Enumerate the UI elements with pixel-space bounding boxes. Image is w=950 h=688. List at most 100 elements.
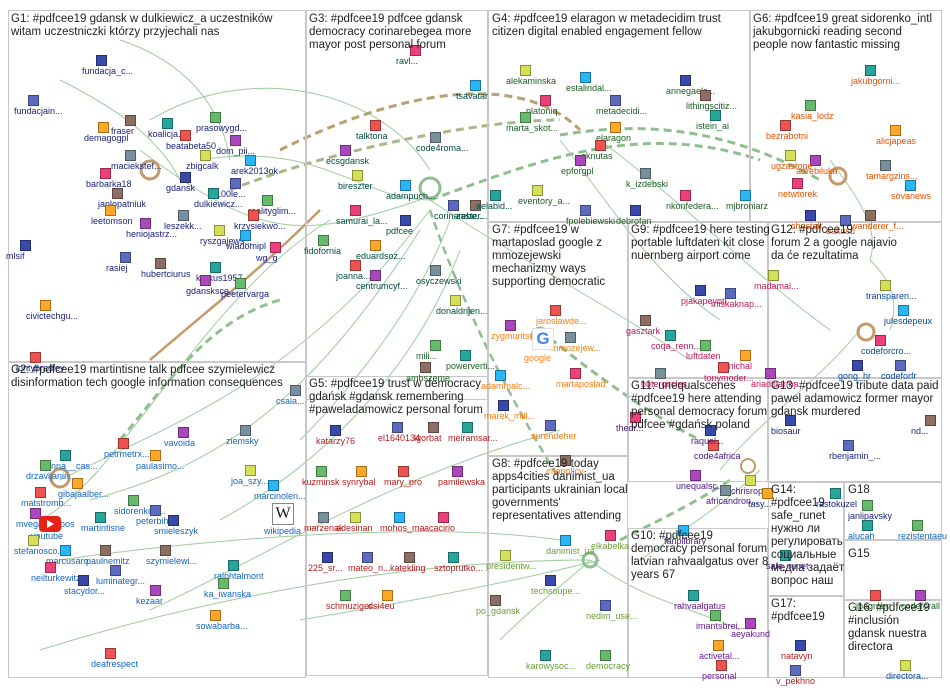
node-label: sztoprutko... — [434, 563, 484, 573]
edge — [599, 139, 831, 331]
avatar-icon — [843, 440, 854, 451]
group-title-g12: G12: #pdfcee19 forum 2 a google najavio … — [771, 224, 897, 262]
group-title-g15: G15 — [848, 548, 870, 560]
avatar-icon — [20, 240, 31, 251]
node-label: natavyn — [781, 651, 813, 661]
avatar-icon — [880, 160, 891, 171]
avatar-icon — [40, 300, 51, 311]
avatar-icon — [500, 550, 511, 561]
node-label: lithingscitiz... — [686, 101, 738, 111]
node-label: hubertciurus — [141, 269, 191, 279]
node-label: nd... — [911, 426, 929, 436]
edge — [59, 531, 561, 561]
node-label: corinarebe... — [434, 211, 485, 221]
node-label: netwtorek — [778, 189, 818, 199]
node-label: ugzastone — [771, 161, 813, 171]
avatar-icon — [898, 305, 909, 316]
avatar-icon — [318, 512, 329, 523]
avatar-icon — [168, 515, 179, 526]
node-label: rahvaalgatus — [674, 601, 726, 611]
avatar-icon — [160, 545, 171, 556]
node-label: alekaminska — [506, 76, 557, 86]
node-label: alucah — [848, 531, 875, 541]
node-label: democracy — [586, 661, 631, 671]
avatar-icon — [880, 280, 891, 291]
edge — [559, 139, 721, 321]
node-label: katekling — [390, 563, 426, 573]
node-label: jpagroen — [856, 601, 892, 611]
node-label: eduardsoz... — [356, 251, 406, 261]
group-title-g6: G6: #pdfcee19 great sidorenko_intl jakub… — [753, 13, 933, 51]
edge — [829, 159, 874, 261]
avatar-icon — [28, 95, 39, 106]
avatar-icon — [630, 412, 641, 423]
avatar-icon — [865, 65, 876, 76]
node-label: mateo_n... — [348, 563, 391, 573]
edge — [869, 259, 895, 331]
node-label: epforgpl — [561, 166, 594, 176]
avatar-icon — [710, 610, 721, 621]
node-label: sowabarba... — [196, 621, 248, 631]
node-label: katarzy76 — [316, 436, 356, 446]
avatar-icon — [862, 520, 873, 531]
avatar-icon — [214, 225, 225, 236]
avatar-icon — [580, 72, 591, 83]
avatar-icon — [532, 185, 543, 196]
node-label: zbigcalk — [186, 161, 219, 171]
group-box-g18 — [844, 482, 942, 540]
node-label: petrmetrx... — [104, 449, 150, 459]
node-label: nkonfedera... — [666, 201, 719, 211]
avatar-icon — [720, 485, 731, 496]
avatar-icon — [700, 90, 711, 101]
youtube-logo-icon — [39, 516, 61, 532]
node-label: acacirio — [424, 523, 456, 533]
node-label: rbenjamin_... — [829, 451, 882, 461]
avatar-icon — [710, 110, 721, 121]
avatar-icon — [428, 422, 439, 433]
node-label: activetal... — [699, 651, 740, 661]
node-label: martintisne — [81, 523, 126, 533]
node-label: 100le... — [216, 189, 246, 199]
avatar-icon — [780, 550, 791, 561]
node-label: techsoupe... — [531, 586, 581, 596]
node-label: eventory_a... — [518, 196, 571, 206]
node-label: ka_iwanska — [204, 589, 252, 599]
avatar-icon — [400, 215, 411, 226]
avatar-icon — [765, 368, 776, 379]
node-label: mlsif — [6, 251, 25, 261]
node-label: adrebiluka — [796, 166, 838, 176]
node-label: drzavljanin... — [26, 471, 77, 481]
node-label: synrybal — [342, 477, 376, 487]
node-label: elkabelka — [591, 541, 630, 551]
avatar-icon — [410, 45, 421, 56]
avatar-icon — [382, 590, 393, 601]
avatar-icon — [718, 362, 729, 373]
avatar-icon — [605, 530, 616, 541]
avatar-icon — [210, 262, 221, 273]
avatar-icon — [350, 205, 361, 216]
node-label: unequalsc... — [676, 481, 725, 491]
avatar-icon — [695, 285, 706, 296]
avatar-icon — [600, 650, 611, 661]
group-title-g9: G9: #pdfcee19 here testing portable luft… — [631, 224, 770, 262]
avatar-icon — [450, 295, 461, 306]
node-label: michal — [726, 361, 753, 371]
avatar-icon — [208, 188, 219, 199]
group-box-g3 — [306, 10, 488, 400]
avatar-icon — [740, 350, 751, 361]
node-label: adesinan — [336, 523, 373, 533]
avatar-icon — [28, 535, 39, 546]
avatar-icon — [852, 360, 863, 371]
node-label: bakusu — [826, 226, 856, 236]
avatar-icon — [100, 545, 111, 556]
group-box-g7 — [488, 222, 628, 456]
group-title-g14: G14: #pdfcee19 safe_runet нужно ли регул… — [771, 484, 845, 587]
node-label: stefanosco... — [14, 546, 66, 556]
avatar-icon — [155, 258, 166, 269]
avatar-icon — [210, 112, 221, 123]
avatar-icon — [322, 552, 333, 563]
node-label: rezistentaeu — [898, 531, 948, 541]
node-label: platoniq — [526, 106, 558, 116]
avatar-icon — [540, 650, 551, 661]
node-label: peterbihr — [136, 516, 172, 526]
